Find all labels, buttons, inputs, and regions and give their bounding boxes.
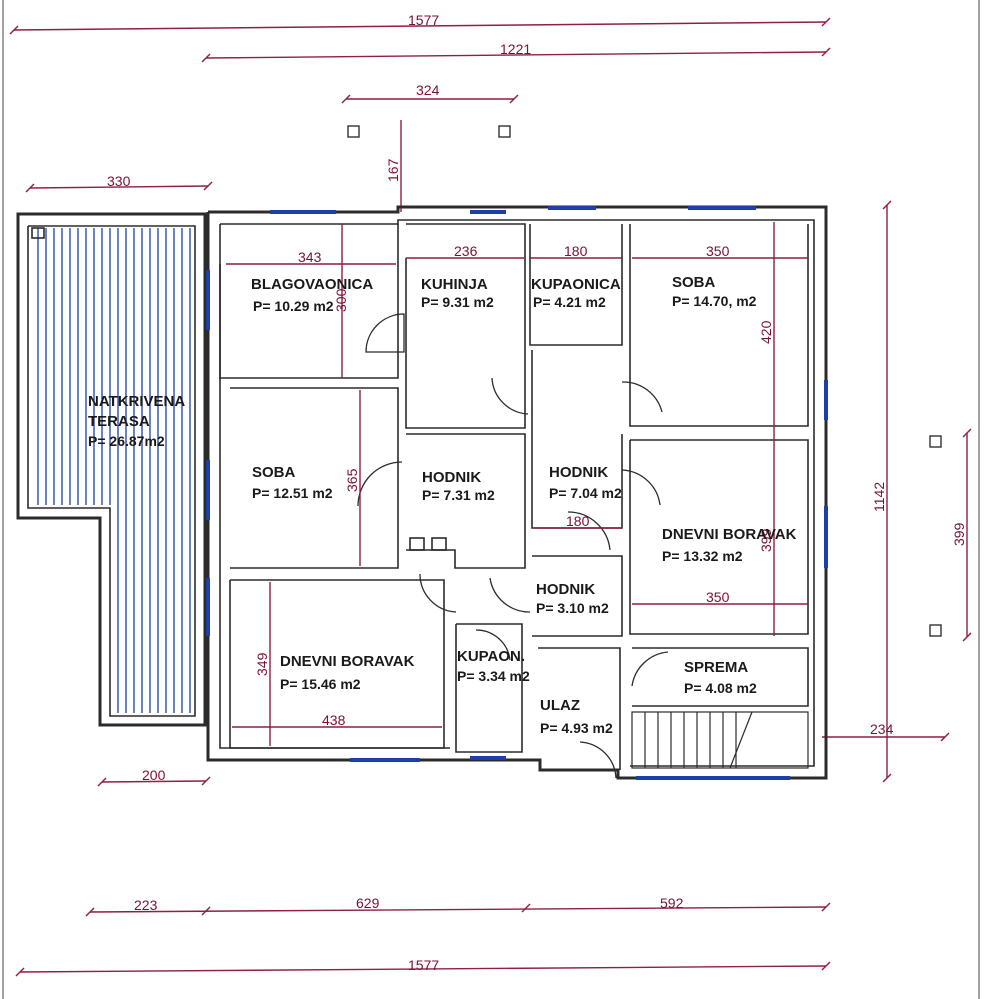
dim-top-small: 324: [416, 82, 440, 98]
dim-blagovaonica-w: 343: [298, 249, 322, 265]
dim-bottom-seg2: 629: [356, 895, 380, 911]
room-area-kupaonica: P= 4.21 m2: [533, 294, 606, 310]
room-name-hodnik-3: HODNIK: [536, 581, 595, 598]
dim-dnevni-left-h: 349: [254, 652, 270, 676]
room-area-hodnik-1: P= 7.31 m2: [422, 487, 495, 503]
dim-kuhinja-w: 236: [454, 243, 478, 259]
dim-soba-right-w: 350: [706, 243, 730, 259]
windows: [206, 206, 828, 780]
dim-top-vertical: 167: [385, 158, 401, 182]
room-area-ulaz: P= 4.93 m2: [540, 720, 613, 736]
terrace-hatching: [37, 228, 191, 713]
room-area-dnevni-right: P= 13.32 m2: [662, 548, 743, 564]
room-area-kupaon: P= 3.34 m2: [457, 668, 530, 684]
room-area-hodnik-2: P= 7.04 m2: [549, 485, 622, 501]
dim-dnevni-right-w: 350: [706, 589, 730, 605]
dim-right-offset: 234: [870, 721, 894, 737]
room-name-dnevni-left: DNEVNI BORAVAK: [280, 653, 415, 670]
marker-right-bottom: [929, 624, 942, 637]
dim-bottom-seg3: 592: [660, 895, 684, 911]
dim-right-height: 1142: [871, 482, 887, 512]
marker-top-right: [498, 125, 511, 138]
room-name-hodnik-1: HODNIK: [422, 469, 481, 486]
dim-bottom-left: 200: [142, 767, 166, 783]
dim-soba-left-h: 365: [344, 468, 360, 492]
room-area-kuhinja: P= 9.31 m2: [421, 294, 494, 310]
dim-bottom-seg1: 223: [134, 897, 158, 913]
dim-terrace-width: 330: [107, 173, 131, 189]
room-area-terasa: P= 26.87m2: [88, 433, 165, 449]
dim-kupaonica-w: 180: [564, 243, 588, 259]
terrace: [16, 212, 207, 727]
dim-blagovaonica-h: 300: [333, 288, 349, 312]
room-area-dnevni-left: P= 15.46 m2: [280, 676, 361, 692]
dim-dnevni-right-h: 399: [758, 528, 774, 552]
marker-right-top: [929, 435, 942, 448]
interior-dimensions: 343 300 236 180 350 420 365 180 399 350 …: [226, 222, 808, 746]
room-area-hodnik-3: P= 3.10 m2: [536, 600, 609, 616]
room-name-dnevni-right: DNEVNI BORAVAK: [662, 526, 797, 543]
room-name-kuhinja: KUHINJA: [421, 276, 488, 293]
marker-top-left: [347, 125, 360, 138]
dim-dnevni-left-w: 438: [322, 712, 346, 728]
doors: [357, 313, 669, 779]
room-labels: BLAGOVAONICA P= 10.29 m2 KUHINJA P= 9.31…: [88, 274, 797, 736]
room-name-hodnik-2: HODNIK: [549, 464, 608, 481]
room-name-blagovaonica: BLAGOVAONICA: [251, 276, 373, 293]
room-name-kupaonica: KUPAONICA: [531, 276, 621, 293]
stairs: [631, 711, 809, 769]
dimension-lines: 1577 1221 324 167 330 1142 399 234: [9, 12, 972, 977]
room-name-sprema: SPREMA: [684, 659, 748, 676]
room-name-kupaon: KUPAON.: [457, 648, 525, 665]
room-area-soba-right: P= 14.70, m2: [672, 293, 757, 309]
room-area-blagovaonica: P= 10.29 m2: [253, 298, 334, 314]
dim-top-inner: 1221: [500, 41, 531, 57]
dim-bottom-total: 1577: [408, 957, 439, 973]
room-name-soba-right: SOBA: [672, 274, 716, 291]
room-name-terasa-2: TERASA: [88, 413, 150, 430]
dim-top-total: 1577: [408, 12, 439, 28]
room-area-sprema: P= 4.08 m2: [684, 680, 757, 696]
dim-right-small: 399: [951, 522, 967, 546]
dim-hodnik-w: 180: [566, 513, 590, 529]
room-name-soba-left: SOBA: [252, 464, 296, 481]
dim-soba-right-h: 420: [758, 320, 774, 344]
room-name-ulaz: ULAZ: [540, 697, 580, 714]
room-name-terasa-1: NATKRIVENA: [88, 393, 185, 410]
room-area-soba-left: P= 12.51 m2: [252, 485, 333, 501]
